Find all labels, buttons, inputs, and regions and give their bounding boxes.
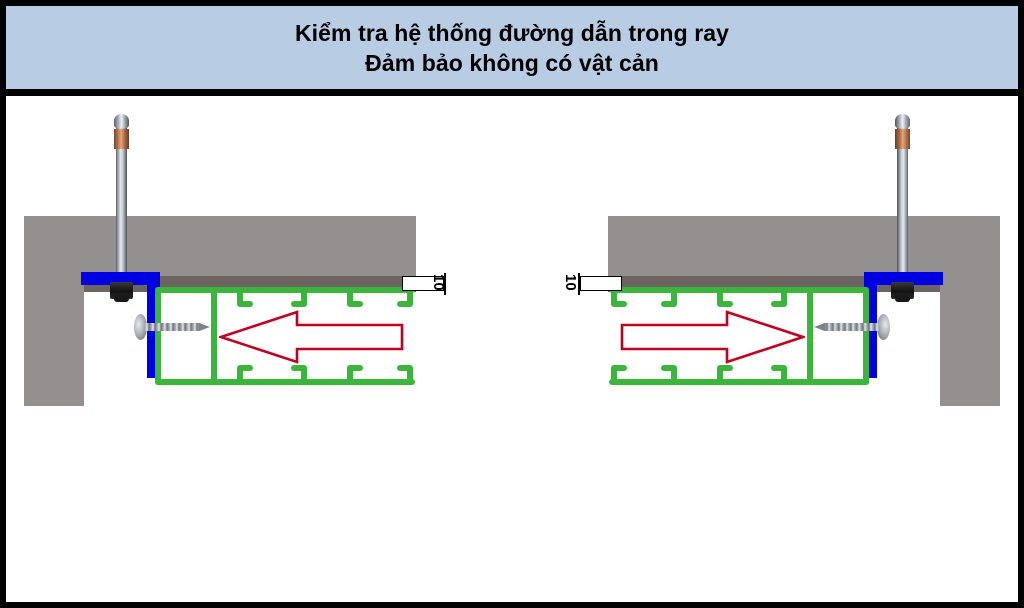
drawing-area: 10 [6, 96, 1018, 602]
screw-shank [145, 323, 201, 331]
dimension-leader-box [402, 276, 444, 291]
right-assembly: 10 [512, 96, 1018, 602]
screw-tip [814, 323, 825, 331]
dimension-value: 10 [430, 274, 447, 291]
title-line-1: Kiểm tra hệ thống đường dẫn trong ray [294, 19, 730, 46]
dimension-value: 10 [562, 274, 579, 291]
direction-arrow [620, 308, 805, 366]
anchor-bolt-shaft [116, 121, 127, 273]
rail-profile [608, 284, 870, 388]
dimension-tick [444, 273, 446, 295]
screw-head [134, 314, 147, 340]
anchor-bolt-nut [891, 282, 914, 299]
screw-tip [199, 323, 210, 331]
anchor-bolt-nut [110, 282, 133, 302]
dimension-leader-box [580, 276, 622, 291]
anchor-bolt-head [895, 114, 910, 128]
screw-shank [823, 323, 879, 331]
dimension-callout: 10 [562, 273, 622, 295]
anchor-bolt-head [114, 114, 129, 128]
rail-profile [154, 284, 416, 388]
dimension-callout: 10 [402, 273, 456, 295]
anchor-bolt-sleeve [895, 129, 910, 149]
header-banner: Kiểm tra hệ thống đường dẫn trong ray Đả… [6, 6, 1018, 96]
wall-ceiling-slab [24, 216, 416, 276]
direction-arrow [219, 308, 404, 366]
wall-ceiling-slab [608, 216, 1000, 276]
title-line-2: Đảm bảo không có vật cản [365, 49, 659, 76]
bracket-horizontal-arm [81, 272, 160, 285]
left-assembly: 10 [6, 96, 512, 602]
anchor-bolt-sleeve [114, 129, 129, 149]
